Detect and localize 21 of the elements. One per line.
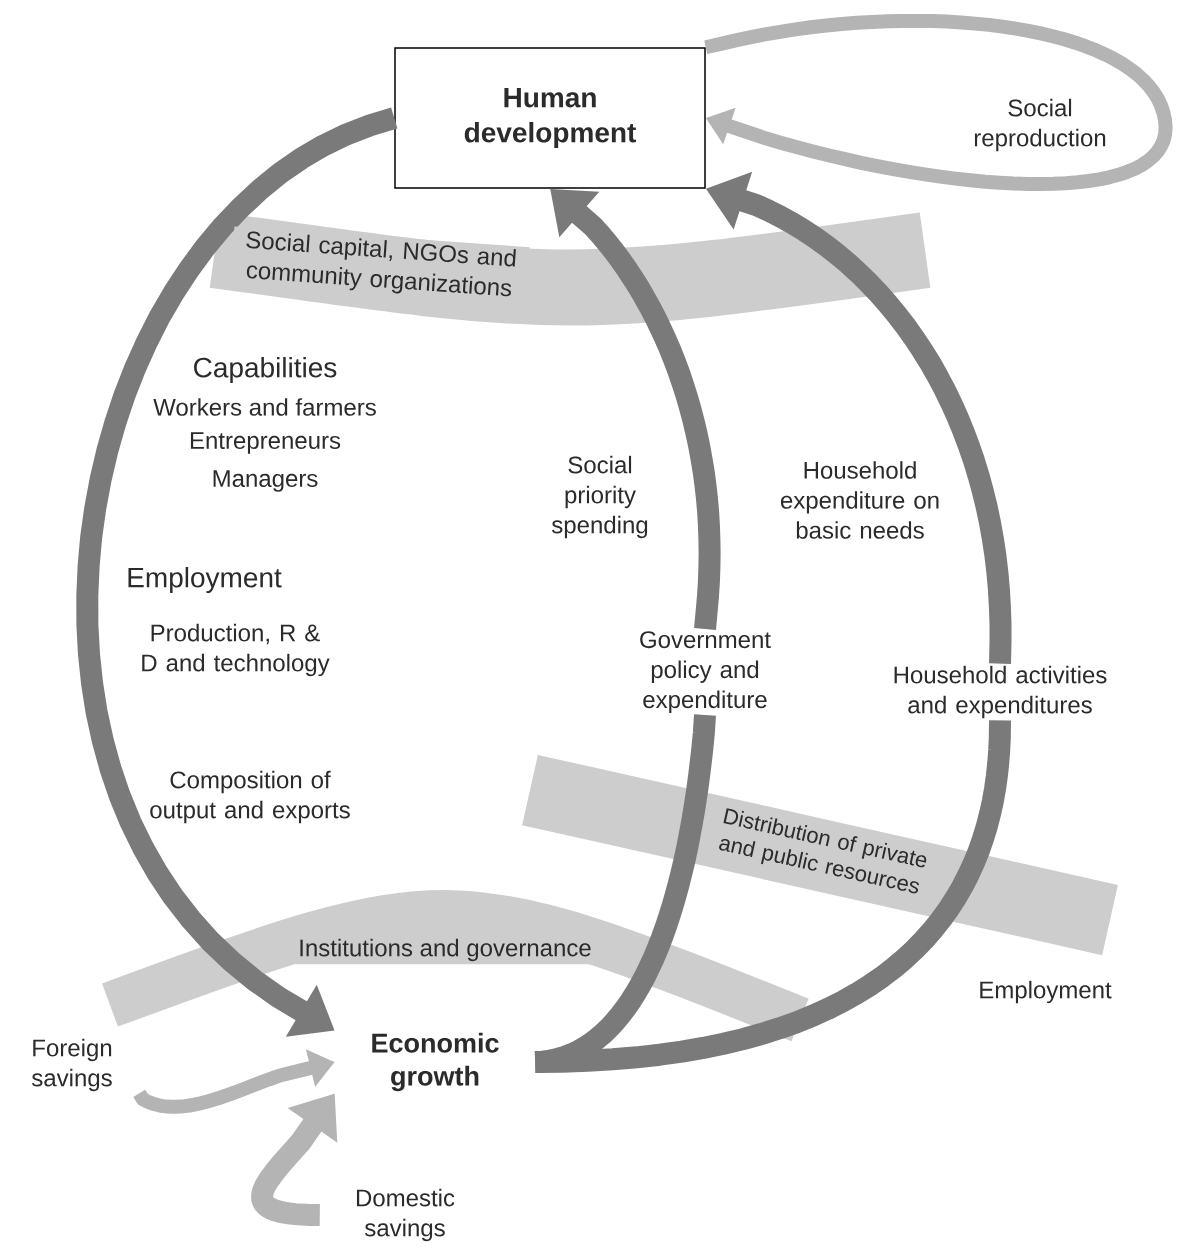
label-text: Workers and farmers [153, 398, 376, 416]
node-label: Household activities and expenditures [894, 665, 1107, 719]
loop-arrow [704, 13, 1173, 191]
node-label: Foreign savings [32, 1038, 112, 1092]
label-text: Production, R & D and technology [142, 623, 330, 677]
node-label: Economic growth [372, 1032, 499, 1092]
node-label: Domestic savings [356, 1188, 455, 1242]
label-text: Managers [213, 470, 318, 492]
process-box: Human development [394, 47, 706, 189]
flow-band [535, 720, 1011, 1073]
edge-label: Social priority spending [551, 455, 648, 539]
label-text: Employment [128, 566, 282, 594]
edge-label: Household expenditure on basic needs [780, 461, 939, 539]
band-label: Institutions and governance [295, 935, 595, 965]
label-text: Composition of output and exports [150, 770, 350, 824]
label-text: Capabilities [194, 356, 337, 384]
label-text: Entrepreneurs [190, 432, 341, 454]
edge-label: Employment [980, 980, 1112, 1004]
band-label: Social capital, NGOs and community organizations [230, 226, 530, 306]
node-label: Government policy and expenditure [640, 631, 771, 713]
edge-label: Social reproduction [974, 98, 1106, 152]
